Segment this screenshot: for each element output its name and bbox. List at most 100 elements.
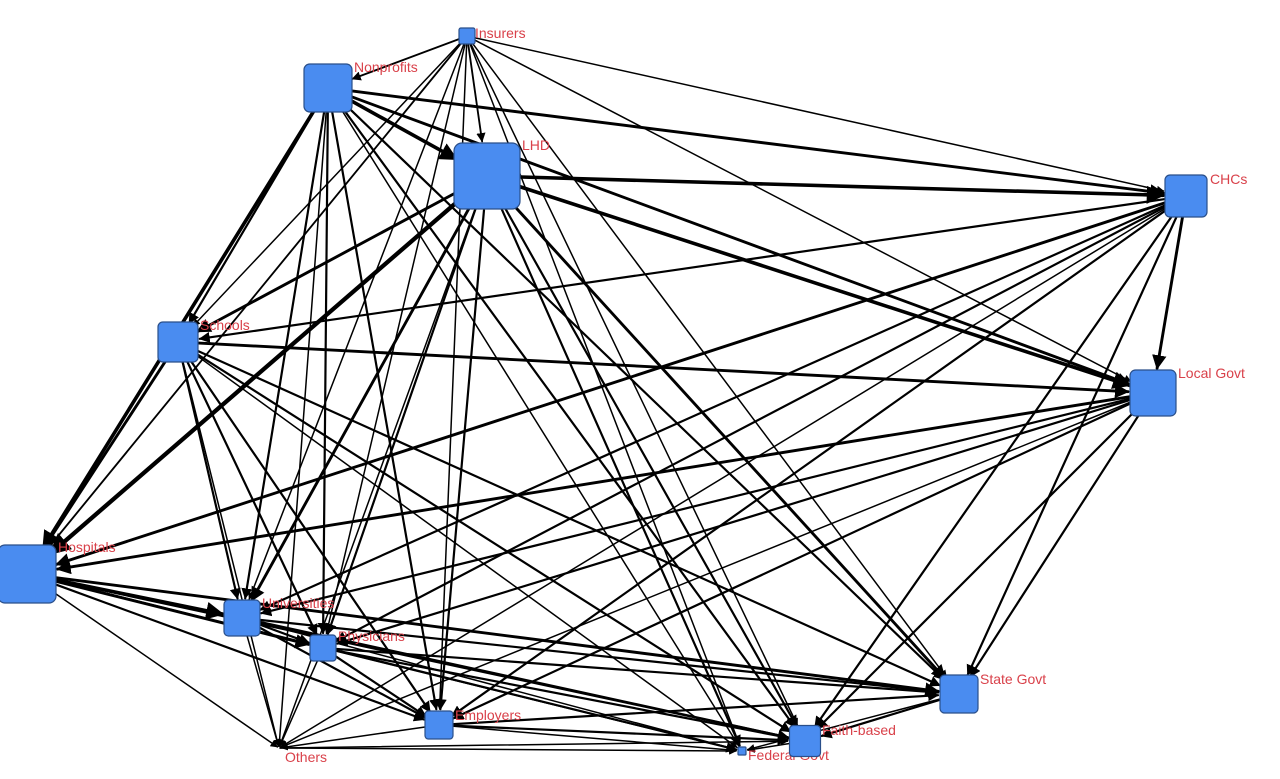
edge-schools-localgovt <box>197 341 1130 399</box>
edge-chcs-localgovt <box>1152 216 1184 370</box>
edge-lhd-federalgovt <box>499 206 741 747</box>
node-box-localgovt[interactable] <box>1129 369 1177 417</box>
node-stategovt[interactable]: State Govt <box>939 671 1046 714</box>
edge-universities-others <box>246 635 281 747</box>
edge-universities-physicians <box>258 623 310 645</box>
edge-nonprofits-stategovt <box>344 104 946 681</box>
edge-physicians-employers <box>333 654 427 718</box>
edge-lhd-physicians <box>325 207 477 635</box>
edge-schools-universities <box>181 361 241 600</box>
edge-schools-faithbased <box>194 352 792 733</box>
edge-localgovt-universities <box>260 397 1131 617</box>
edge-lhd-schools <box>195 190 459 334</box>
edge-stategovt-faithbased <box>820 698 942 739</box>
node-faithbased[interactable]: Faith-based <box>788 722 896 758</box>
node-chcs[interactable]: CHCs <box>1164 171 1247 218</box>
edge-schools-federalgovt <box>194 353 738 749</box>
node-label-nonprofits: Nonprofits <box>354 59 418 75</box>
edge-insurers-schools <box>192 41 462 327</box>
node-box-schools[interactable] <box>157 321 199 363</box>
node-label-employers: Employers <box>455 707 521 723</box>
edge-nonprofits-lhd <box>348 98 459 161</box>
node-box-employers[interactable] <box>424 710 454 740</box>
node-physicians[interactable]: Physicians <box>309 628 405 662</box>
node-others[interactable]: Others <box>285 749 327 765</box>
edge-lhd-localgovt <box>517 184 1131 389</box>
node-box-nonprofits[interactable] <box>303 63 353 113</box>
edge-schools-physicians <box>185 359 318 636</box>
node-box-faithbased[interactable] <box>788 724 822 758</box>
edge-universities-federalgovt <box>259 622 737 752</box>
edge-chcs-stategovt <box>966 214 1179 677</box>
edge-physicians-others <box>279 660 319 747</box>
edge-hospitals-employers <box>54 583 426 722</box>
node-label-others: Others <box>285 749 327 765</box>
edge-chcs-hospitals <box>55 201 1167 568</box>
edge-nonprofits-physicians <box>317 111 329 635</box>
node-label-lhd: LHD <box>522 137 550 153</box>
edge-physicians-stategovt <box>335 647 940 698</box>
edge-chcs-physicians <box>335 205 1168 643</box>
edge-insurers-faithbased <box>470 43 799 726</box>
edge-physicians-federalgovt <box>335 650 737 752</box>
node-label-stategovt: State Govt <box>980 671 1046 687</box>
edge-localgovt-stategovt <box>969 412 1142 678</box>
node-label-localgovt: Local Govt <box>1178 365 1245 381</box>
edge-hospitals-stategovt <box>55 576 940 697</box>
edge-schools-stategovt <box>196 349 942 687</box>
node-box-insurers[interactable] <box>458 27 476 45</box>
edge-localgovt-others <box>280 401 1132 749</box>
node-universities[interactable]: Universities <box>223 595 334 637</box>
node-label-schools: Schools <box>200 317 250 333</box>
edge-employers-others <box>280 726 425 751</box>
edge-insurers-localgovt <box>474 39 1132 383</box>
edge-insurers-hospitals <box>45 42 463 551</box>
edge-chcs-others <box>279 206 1168 748</box>
edge-insurers-universities <box>248 43 465 601</box>
edge-schools-others <box>182 361 281 747</box>
edge-universities-stategovt <box>259 618 940 697</box>
edge-lhd-universities <box>250 204 472 602</box>
edge-chcs-employers <box>451 207 1170 717</box>
edge-nonprofits-federalgovt <box>340 108 740 747</box>
node-schools[interactable]: Schools <box>157 317 250 363</box>
edge-lhd-chcs <box>519 175 1165 204</box>
node-nonprofits[interactable]: Nonprofits <box>303 59 418 113</box>
node-box-federalgovt[interactable] <box>737 746 747 756</box>
node-label-chcs: CHCs <box>1210 171 1247 187</box>
edge-lhd-employers <box>435 208 486 711</box>
edge-others-federalgovt <box>279 747 737 755</box>
node-insurers[interactable]: Insurers <box>458 25 526 45</box>
edge-lhd-stategovt <box>508 199 947 680</box>
node-box-lhd[interactable] <box>453 142 521 210</box>
edge-chcs-universities <box>259 203 1168 611</box>
edge-nonprofits-chcs <box>351 89 1165 199</box>
node-box-chcs[interactable] <box>1164 174 1208 218</box>
edge-employers-stategovt <box>452 690 940 726</box>
node-box-hospitals[interactable] <box>0 544 57 604</box>
edge-employers-federalgovt <box>453 725 737 754</box>
node-box-universities[interactable] <box>223 599 261 637</box>
edge-chcs-faithbased <box>813 212 1175 728</box>
edge-insurers-stategovt <box>471 42 948 678</box>
node-hospitals[interactable]: Hospitals <box>0 539 116 604</box>
edge-localgovt-physicians <box>336 398 1132 646</box>
edge-localgovt-faithbased <box>816 408 1138 730</box>
edge-nonprofits-schools <box>188 108 317 325</box>
edge-hospitals-others <box>50 590 279 748</box>
edge-lhd-others <box>278 207 477 747</box>
edge-lhd-faithbased <box>502 204 798 727</box>
node-box-physicians[interactable] <box>309 634 337 662</box>
edge-employers-faithbased <box>452 724 789 746</box>
edge-universities-faithbased <box>259 620 790 741</box>
node-box-stategovt[interactable] <box>939 674 979 714</box>
edge-insurers-lhd <box>467 43 486 143</box>
node-employers[interactable]: Employers <box>424 707 521 740</box>
node-label-insurers: Insurers <box>475 25 526 41</box>
node-localgovt[interactable]: Local Govt <box>1129 365 1245 417</box>
node-label-universities: Universities <box>262 595 334 611</box>
node-lhd[interactable]: LHD <box>453 137 550 210</box>
edge-nonprofits-employers <box>331 111 441 711</box>
